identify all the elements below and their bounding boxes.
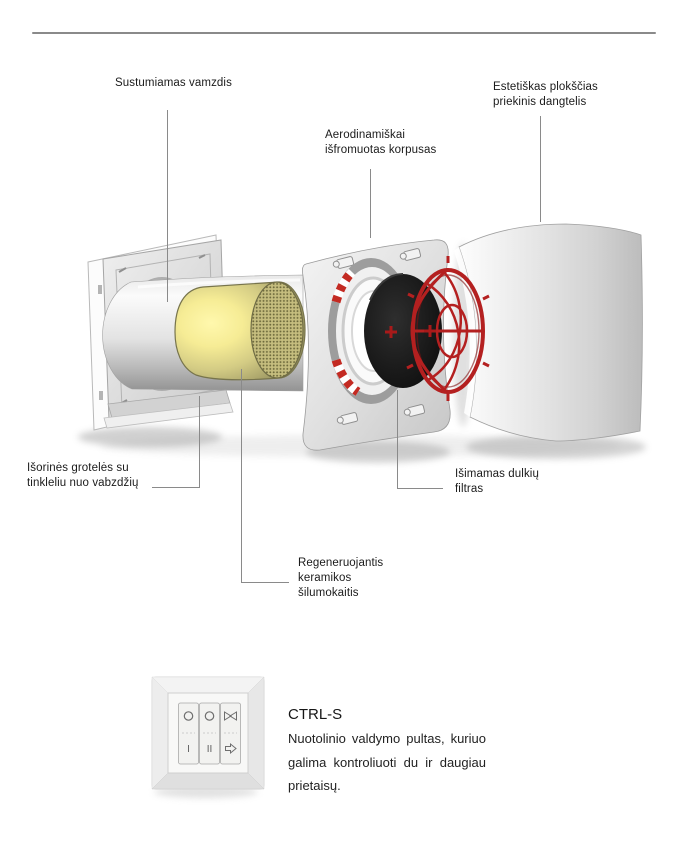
ceramic-heat-exchanger (174, 281, 306, 381)
panel-button-2 (199, 702, 220, 765)
circle-icon (204, 711, 215, 721)
arrow-icon (225, 742, 237, 755)
connector-filter-v (397, 390, 398, 489)
airflow-direction-icon (224, 711, 237, 721)
connector-grille-v (199, 396, 200, 488)
panel-button-3 (220, 702, 241, 765)
control-panel: I II (151, 676, 265, 790)
label-front-cover: Estetiškas plokščias priekinis dangtelis (493, 81, 598, 108)
fan-guard (385, 256, 490, 401)
connector-housing (370, 169, 371, 238)
label-outer-grille: Išorinės grotelės su tinkleliu nuo vabzd… (27, 462, 139, 489)
connector-grille-h (152, 487, 200, 488)
ctrl-s-description: Nuotolinio valdymo pultas, kuriuo galima… (288, 731, 486, 793)
panel-button-1-label: I (187, 744, 190, 755)
circle-icon (183, 711, 194, 721)
label-telescopic-pipe: Sustumiamas vamzdis (115, 77, 232, 89)
connector-exchanger-v (241, 369, 242, 583)
label-heat-exchanger: Regeneruojantis keramikos šilumokaitis (298, 557, 384, 599)
panel-button-2-label: II (207, 744, 213, 755)
ctrl-s-block: CTRL-S Nuotolinio valdymo pultas, kuriuo… (288, 706, 486, 798)
connector-filter-h (398, 488, 443, 489)
connector-exchanger-h (242, 582, 289, 583)
panel-button-1 (178, 702, 199, 765)
ctrl-s-title: CTRL-S (288, 706, 343, 723)
panel-buttons: I II (178, 702, 241, 765)
connector-cover (540, 116, 541, 222)
label-dust-filter: Išimamas dulkių filtras (455, 468, 539, 495)
top-divider (32, 32, 656, 34)
connector-pipe (167, 110, 168, 302)
shadows (78, 243, 646, 798)
dust-filter (364, 272, 442, 388)
label-housing: Aerodinamiškai išfromuotas korpusas (325, 129, 437, 156)
